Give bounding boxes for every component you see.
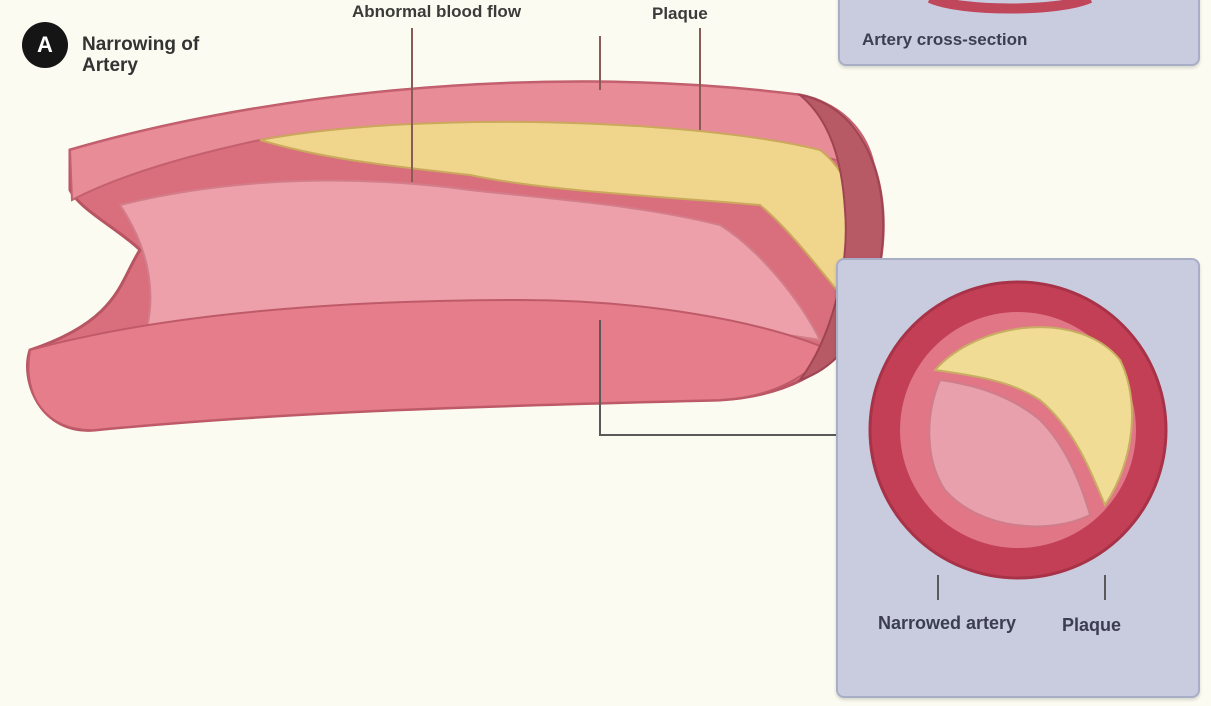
label-plaque-inset: Plaque [1062, 614, 1121, 636]
label-narrowed-artery: Narrowed artery [878, 612, 1018, 634]
